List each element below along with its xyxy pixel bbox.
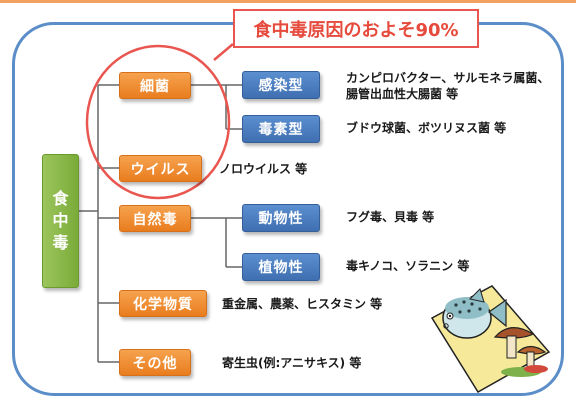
top-rule	[0, 0, 576, 3]
sub-plant: 植物性	[242, 253, 320, 281]
root-node-food-poisoning: 食 中 毒	[42, 154, 79, 288]
highlight-connector	[213, 43, 234, 61]
branch-virus: ウイルス	[119, 155, 202, 182]
sub-toxin: 毒素型	[242, 115, 320, 143]
note-chemical: 重金属、農薬、ヒスタミン 等	[222, 297, 383, 311]
note-infectious-line2: 腸管出血性大腸菌 等	[346, 87, 459, 101]
root-char-1: 食	[52, 189, 69, 208]
highlight-callout: 食中毒原因のおよそ90%	[233, 9, 479, 48]
root-char-3: 毒	[52, 233, 69, 252]
branch-natural-toxin: 自然毒	[119, 205, 191, 232]
root-char-2: 中	[52, 211, 69, 230]
note-animal: フグ毒、貝毒 等	[346, 210, 435, 224]
highlight-circle	[85, 44, 231, 200]
branch-bacteria: 細菌	[119, 72, 191, 99]
sub-infectious: 感染型	[242, 71, 320, 99]
note-infectious-line1: カンピロバクター、サルモネラ属菌、	[346, 71, 550, 85]
branch-other: その他	[119, 349, 191, 376]
note-other: 寄生虫(例:アニサキス) 等	[222, 356, 362, 370]
note-virus: ノロウイルス 等	[219, 162, 308, 176]
note-plant: 毒キノコ、ソラニン 等	[346, 259, 470, 273]
sub-animal: 動物性	[242, 204, 320, 232]
branch-chemical: 化学物質	[119, 290, 207, 317]
note-toxin: ブドウ球菌、ボツリヌス菌 等	[346, 121, 507, 135]
